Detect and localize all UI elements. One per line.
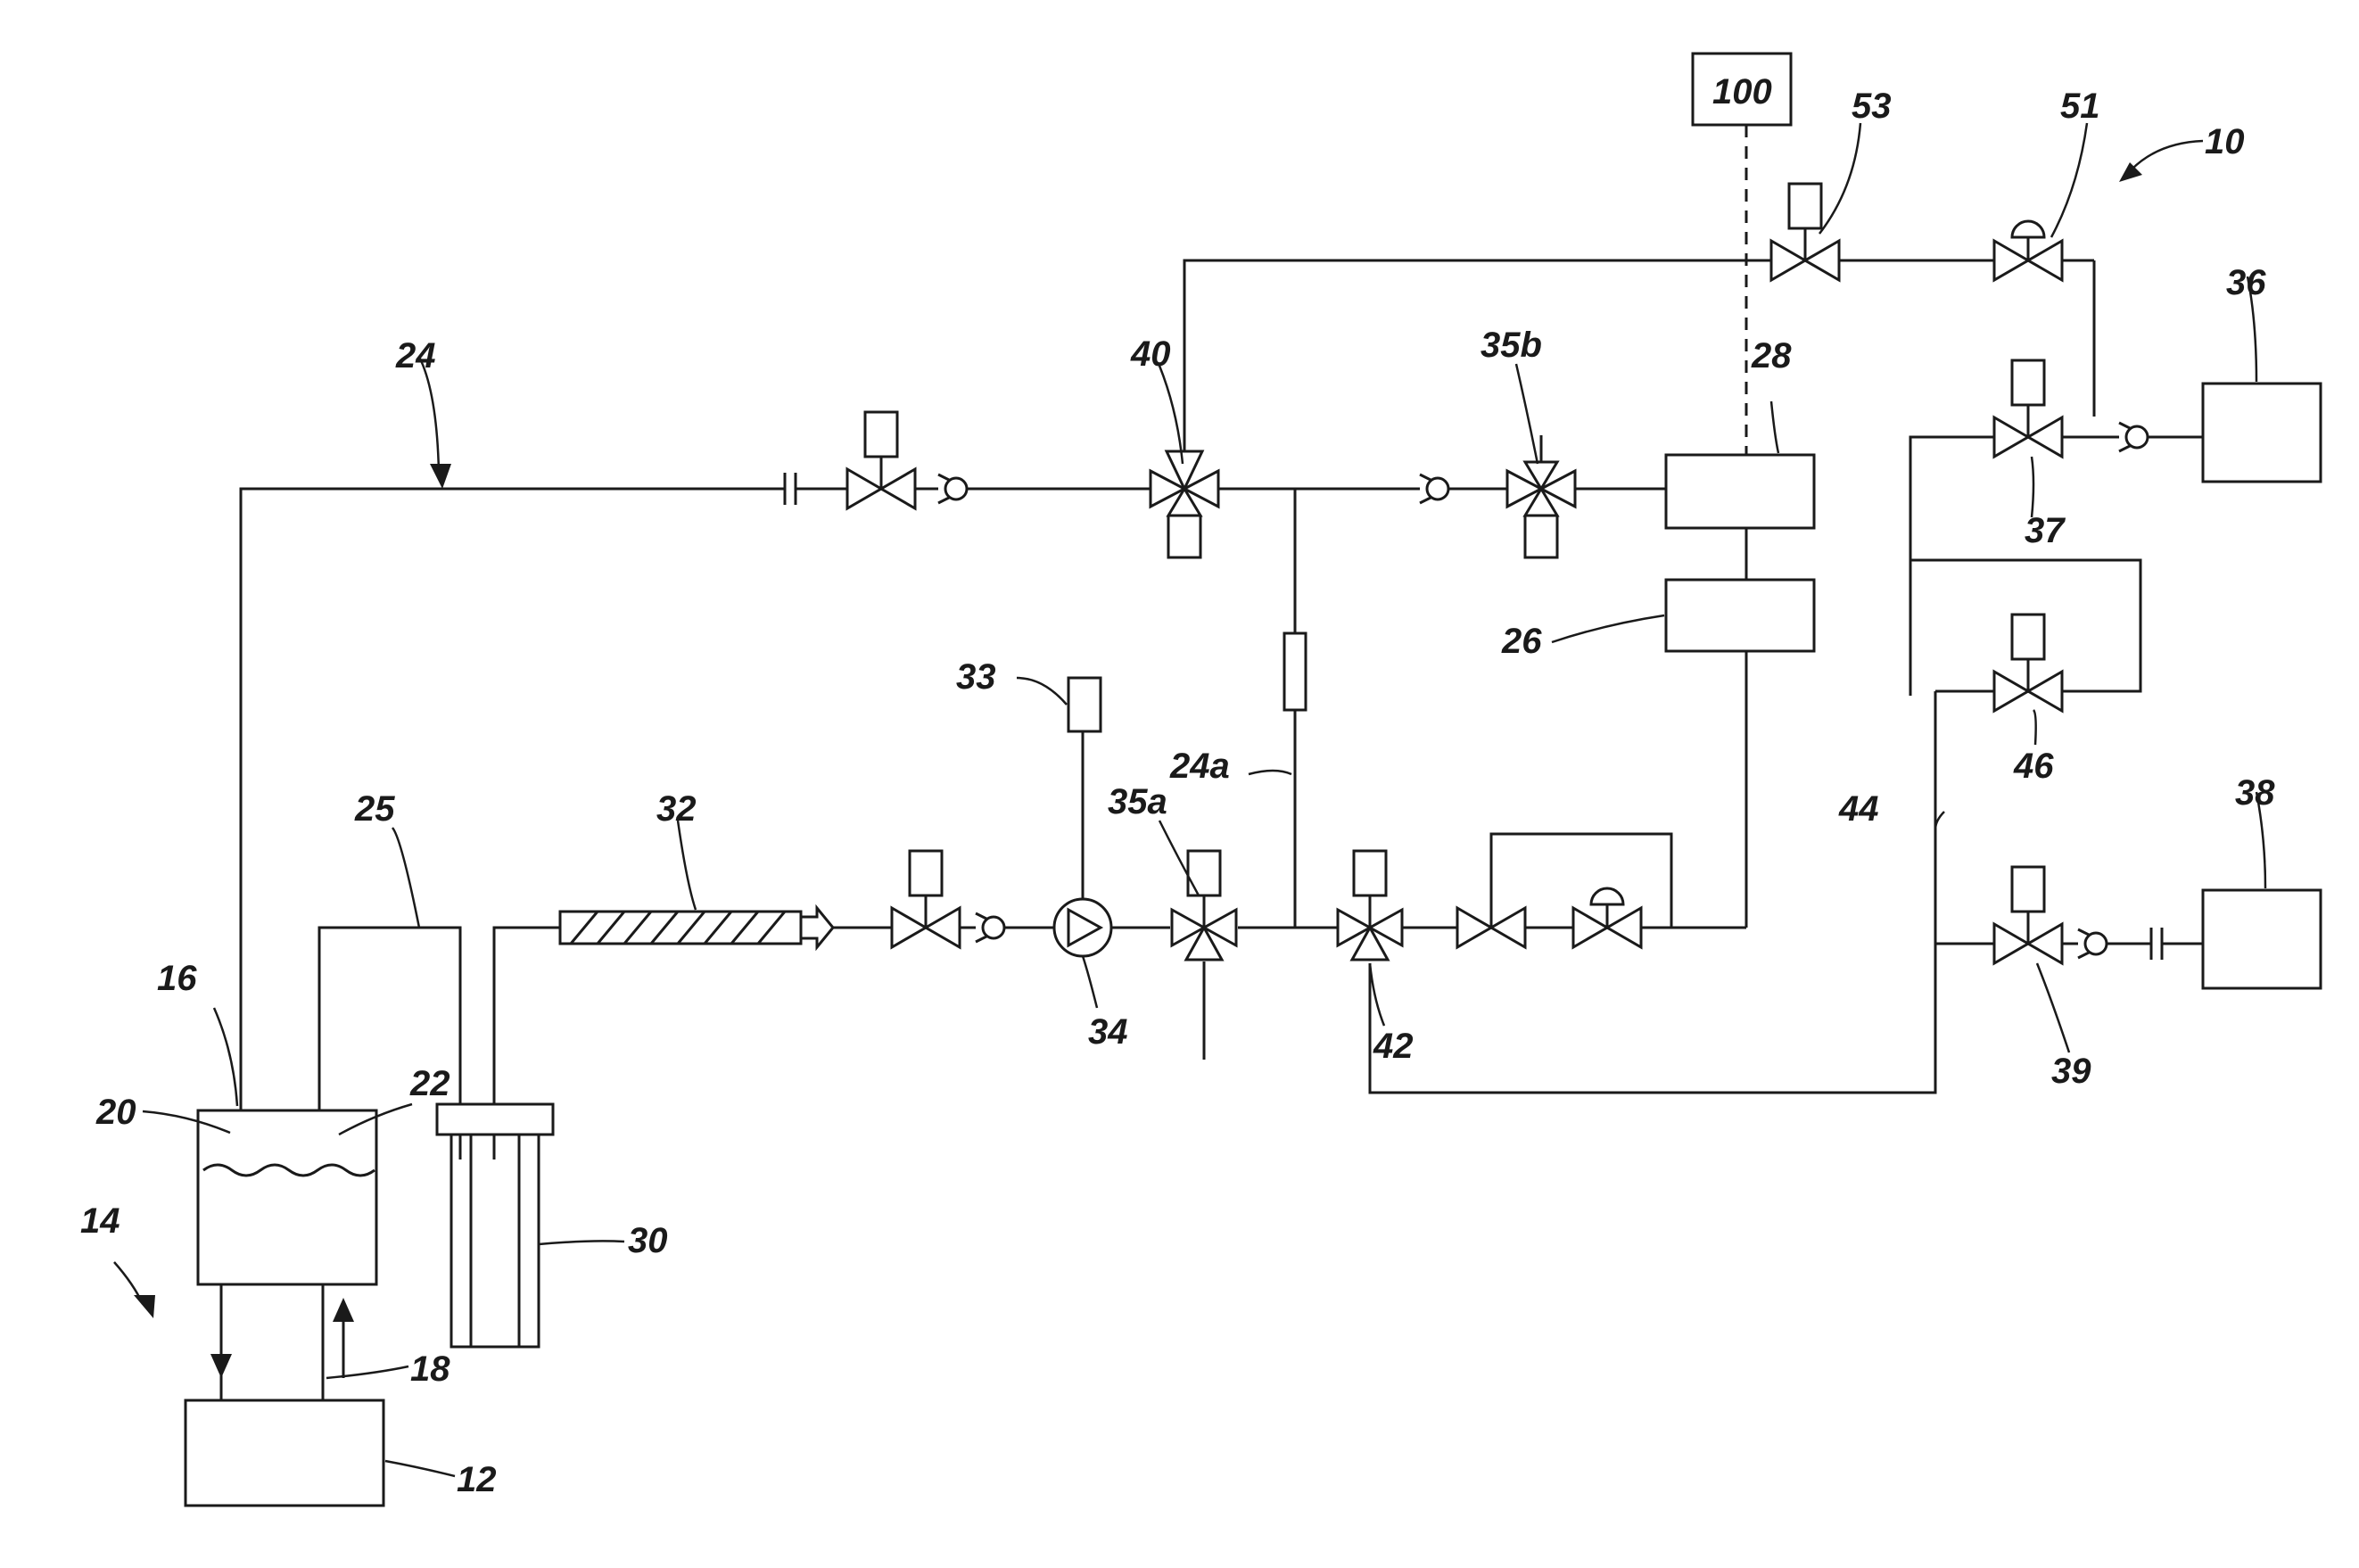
label-35a: 35a <box>1108 782 1167 821</box>
flow-arrow-down <box>210 1302 232 1378</box>
tank-36 <box>2203 384 2321 482</box>
label-10: 10 <box>2205 122 2245 161</box>
label-24a: 24a <box>1169 747 1230 786</box>
three-way-valve-35a <box>1172 851 1236 960</box>
reservoir-tank <box>198 1110 376 1284</box>
three-way-valve-42 <box>1338 851 1402 960</box>
label-16: 16 <box>157 959 197 998</box>
solenoid-valve-46 <box>1994 615 2062 711</box>
solenoid-valve-39 <box>1994 867 2062 963</box>
check-valve-lower <box>976 913 1004 942</box>
label-37: 37 <box>2025 511 2066 550</box>
leader-lines <box>114 123 2265 1476</box>
solenoid-valve-53 <box>1771 184 1839 280</box>
label-14: 14 <box>80 1201 120 1241</box>
solenoid-valve-37 <box>1994 360 2062 457</box>
label-26: 26 <box>1501 622 1542 661</box>
restrictor-24a <box>1284 633 1306 710</box>
label-46: 46 <box>2013 747 2054 786</box>
sensor-33-box <box>1068 678 1101 731</box>
label-44: 44 <box>1838 789 1879 829</box>
reference-labels: 10 12 14 16 18 20 22 24 24a 25 26 28 30 … <box>80 72 2275 1499</box>
box-26 <box>1666 580 1814 651</box>
regulator-valve-lower <box>1573 888 1641 947</box>
label-39: 39 <box>2051 1052 2091 1091</box>
three-way-valve-35b <box>1507 462 1575 516</box>
label-24: 24 <box>395 336 436 375</box>
label-18: 18 <box>410 1349 450 1389</box>
check-valve-upper-2 <box>1420 475 1448 503</box>
label-100: 100 <box>1712 72 1772 111</box>
label-38: 38 <box>2235 773 2275 813</box>
label-42: 42 <box>1373 1027 1414 1066</box>
label-20: 20 <box>95 1093 136 1132</box>
pump <box>1054 899 1111 956</box>
label-35b: 35b <box>1481 326 1542 365</box>
label-32: 32 <box>656 789 697 829</box>
check-valve-36 <box>2119 423 2148 451</box>
filter-cartridge <box>437 1104 553 1347</box>
label-30: 30 <box>628 1221 668 1260</box>
label-33: 33 <box>956 657 996 697</box>
label-25: 25 <box>354 789 395 829</box>
check-valve-upper-1 <box>938 475 967 503</box>
label-53: 53 <box>1852 87 1892 126</box>
solenoid-valve-lower-1 <box>892 851 960 947</box>
label-12: 12 <box>457 1460 497 1499</box>
label-28: 28 <box>1751 336 1792 375</box>
solenoid-valve-upper <box>847 412 915 508</box>
check-valve-38 <box>2078 929 2107 958</box>
label-36: 36 <box>2226 263 2266 302</box>
label-51: 51 <box>2060 87 2100 126</box>
three-way-valve-40 <box>1151 451 1218 516</box>
heater-element <box>560 908 833 947</box>
box-28 <box>1666 455 1814 528</box>
regulator-valve-51 <box>1994 221 2062 280</box>
flow-arrow-up <box>333 1298 354 1378</box>
unit-12-box <box>186 1400 384 1506</box>
label-40: 40 <box>1130 334 1171 374</box>
label-22: 22 <box>409 1064 450 1103</box>
tank-38 <box>2203 890 2321 988</box>
label-34: 34 <box>1088 1012 1128 1052</box>
